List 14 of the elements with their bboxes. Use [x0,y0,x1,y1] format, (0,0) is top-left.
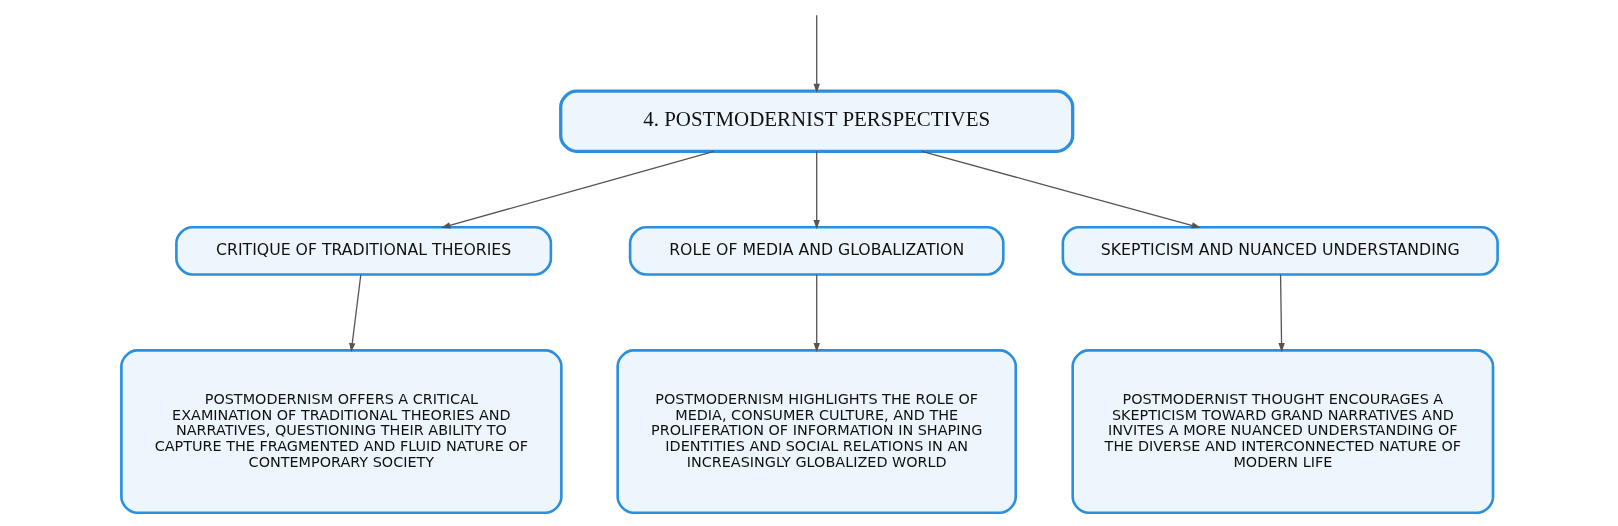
node-box: SKEPTICISM AND NUANCED UNDERSTANDING [1061,225,1499,276]
arrow [348,273,361,352]
node-box: POSTMODERNISM OFFERS A CRITICAL EXAMINATION OF TRADITIONAL THEORIES AND NARRATIVES, QUESTIONING THEIR ABILITY TO CAPTURE THE FRAGMENTED AND FLUID NATURE OF CONTEMPORARY SOCIETY [119,348,563,514]
node-box: ROLE OF MEDIA AND GLOBALIZATION [628,225,1005,276]
arrow [813,273,820,352]
arrow [813,150,820,229]
node-box: CRITIQUE OF TRADITIONAL THEORIES [174,225,552,276]
node-box: 4. POSTMODERNIST PERSPECTIVES [558,89,1074,153]
node-box: POSTMODERNISM HIGHLIGHTS THE ROLE OF MEDIA, CONSUMER CULTURE, AND THE PROLIFERATION OF INFORMATION IN SHAPING IDENTITIES AND SOCIAL RELATIONS IN AN INCREASINGLY GLOBALIZED WORLD [615,348,1017,514]
arrow [920,150,1201,228]
arrow [1277,273,1285,352]
arrow [440,150,715,228]
node-box: POSTMODERNIST THOUGHT ENCOURAGES A SKEPTICISM TOWARD GRAND NARRATIVES AND INVITES A MORE NUANCED UNDERSTANDING OF THE DIVERSE AND INTERCONNECTED NATURE OF MODERN LIFE [1070,348,1494,514]
arrow [813,14,820,93]
